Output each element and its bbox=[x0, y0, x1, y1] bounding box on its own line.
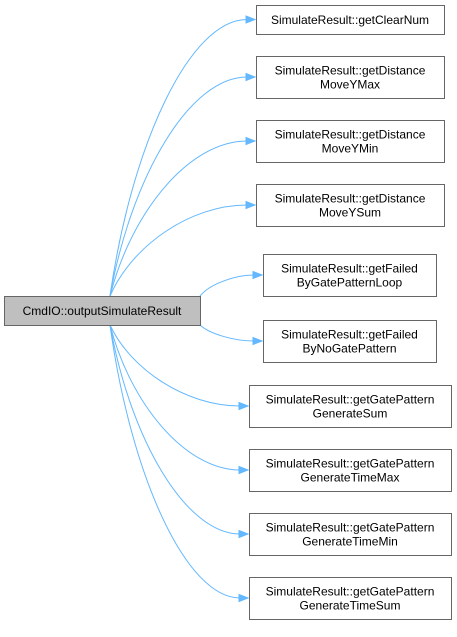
node-root-outputsimulateresult-box bbox=[4, 296, 201, 326]
node-callee-2-box bbox=[256, 56, 445, 99]
node-callee-1-box bbox=[256, 5, 445, 35]
call-edge-arrowhead-3 bbox=[245, 136, 257, 146]
node-callee-7-box bbox=[249, 385, 452, 428]
node-callee-6-box bbox=[263, 320, 437, 363]
call-edge-7 bbox=[109, 324, 241, 407]
call-edge-arrowhead-10 bbox=[238, 593, 250, 603]
call-edge-3 bbox=[109, 140, 248, 297]
node-callee-9[interactable]: SimulateResult::getGatePatternGenerateTi… bbox=[249, 513, 452, 556]
call-edge-5 bbox=[199, 274, 255, 297]
call-edge-arrowhead-6 bbox=[252, 336, 264, 346]
call-edge-arrowhead-4 bbox=[245, 200, 257, 210]
node-callee-5-box bbox=[263, 254, 437, 297]
node-callee-7-label-line-2: GenerateSum bbox=[313, 407, 388, 421]
call-edge-6 bbox=[199, 324, 255, 342]
node-callee-1[interactable]: SimulateResult::getClearNum bbox=[256, 5, 445, 35]
call-edges bbox=[109, 15, 264, 603]
node-callee-8[interactable]: SimulateResult::getGatePatternGenerateTi… bbox=[249, 449, 452, 492]
call-edge-1 bbox=[109, 19, 248, 297]
node-callee-7-label-line-1: SimulateResult::getGatePattern bbox=[266, 393, 435, 407]
call-edge-arrowhead-1 bbox=[245, 15, 257, 24]
node-callee-1-label-line-1: SimulateResult::getClearNum bbox=[271, 13, 429, 27]
node-callee-10-label-line-2: GenerateTimeSum bbox=[300, 599, 401, 613]
node-callee-7[interactable]: SimulateResult::getGatePatternGenerateSu… bbox=[249, 385, 452, 428]
call-edge-arrowhead-7 bbox=[238, 401, 250, 411]
call-edge-10 bbox=[109, 324, 241, 599]
call-edge-4 bbox=[109, 204, 248, 297]
node-callee-6-label-line-1: SimulateResult::getFailed bbox=[281, 328, 418, 342]
node-callee-3-box bbox=[256, 120, 445, 163]
call-edge-8 bbox=[109, 324, 241, 471]
node-callee-5-label-line-1: SimulateResult::getFailed bbox=[281, 262, 418, 276]
node-callee-4-box bbox=[256, 184, 445, 227]
node-callee-9-label-line-1: SimulateResult::getGatePattern bbox=[266, 521, 435, 535]
call-edge-arrowhead-8 bbox=[238, 465, 250, 475]
node-root-outputsimulateresult-label-line-1: CmdIO::outputSimulateResult bbox=[23, 304, 182, 318]
node-callee-8-box bbox=[249, 449, 452, 492]
call-edge-arrowhead-5 bbox=[252, 270, 264, 280]
node-callee-3-label-line-2: MoveYMin bbox=[322, 142, 379, 156]
node-callee-2-label-line-1: SimulateResult::getDistance bbox=[275, 64, 426, 78]
node-callee-10[interactable]: SimulateResult::getGatePatternGenerateTi… bbox=[249, 577, 452, 620]
node-callee-10-label-line-1: SimulateResult::getGatePattern bbox=[266, 585, 435, 599]
node-callee-9-label-line-2: GenerateTimeMin bbox=[302, 535, 398, 549]
node-callee-8-label-line-1: SimulateResult::getGatePattern bbox=[266, 457, 435, 471]
node-callee-8-label-line-2: GenerateTimeMax bbox=[301, 471, 400, 485]
node-root-outputsimulateresult[interactable]: CmdIO::outputSimulateResult bbox=[4, 296, 201, 326]
node-callee-4-label-line-2: MoveYSum bbox=[319, 206, 381, 220]
node-callee-9-box bbox=[249, 513, 452, 556]
node-callee-5[interactable]: SimulateResult::getFailedByGatePatternLo… bbox=[263, 254, 437, 297]
call-edge-arrowhead-2 bbox=[245, 72, 257, 82]
node-callee-4-label-line-1: SimulateResult::getDistance bbox=[275, 192, 426, 206]
node-callee-5-label-line-2: ByGatePatternLoop bbox=[297, 276, 403, 290]
node-callee-6-label-line-2: ByNoGatePattern bbox=[302, 342, 396, 356]
call-nodes: CmdIO::outputSimulateResultSimulateResul… bbox=[4, 5, 452, 620]
call-edge-2 bbox=[109, 76, 248, 297]
call-edge-arrowhead-9 bbox=[238, 529, 250, 539]
call-edge-9 bbox=[109, 324, 241, 535]
node-callee-3-label-line-1: SimulateResult::getDistance bbox=[275, 128, 426, 142]
node-callee-10-box bbox=[249, 577, 452, 620]
node-callee-2-label-line-2: MoveYMax bbox=[320, 78, 380, 92]
